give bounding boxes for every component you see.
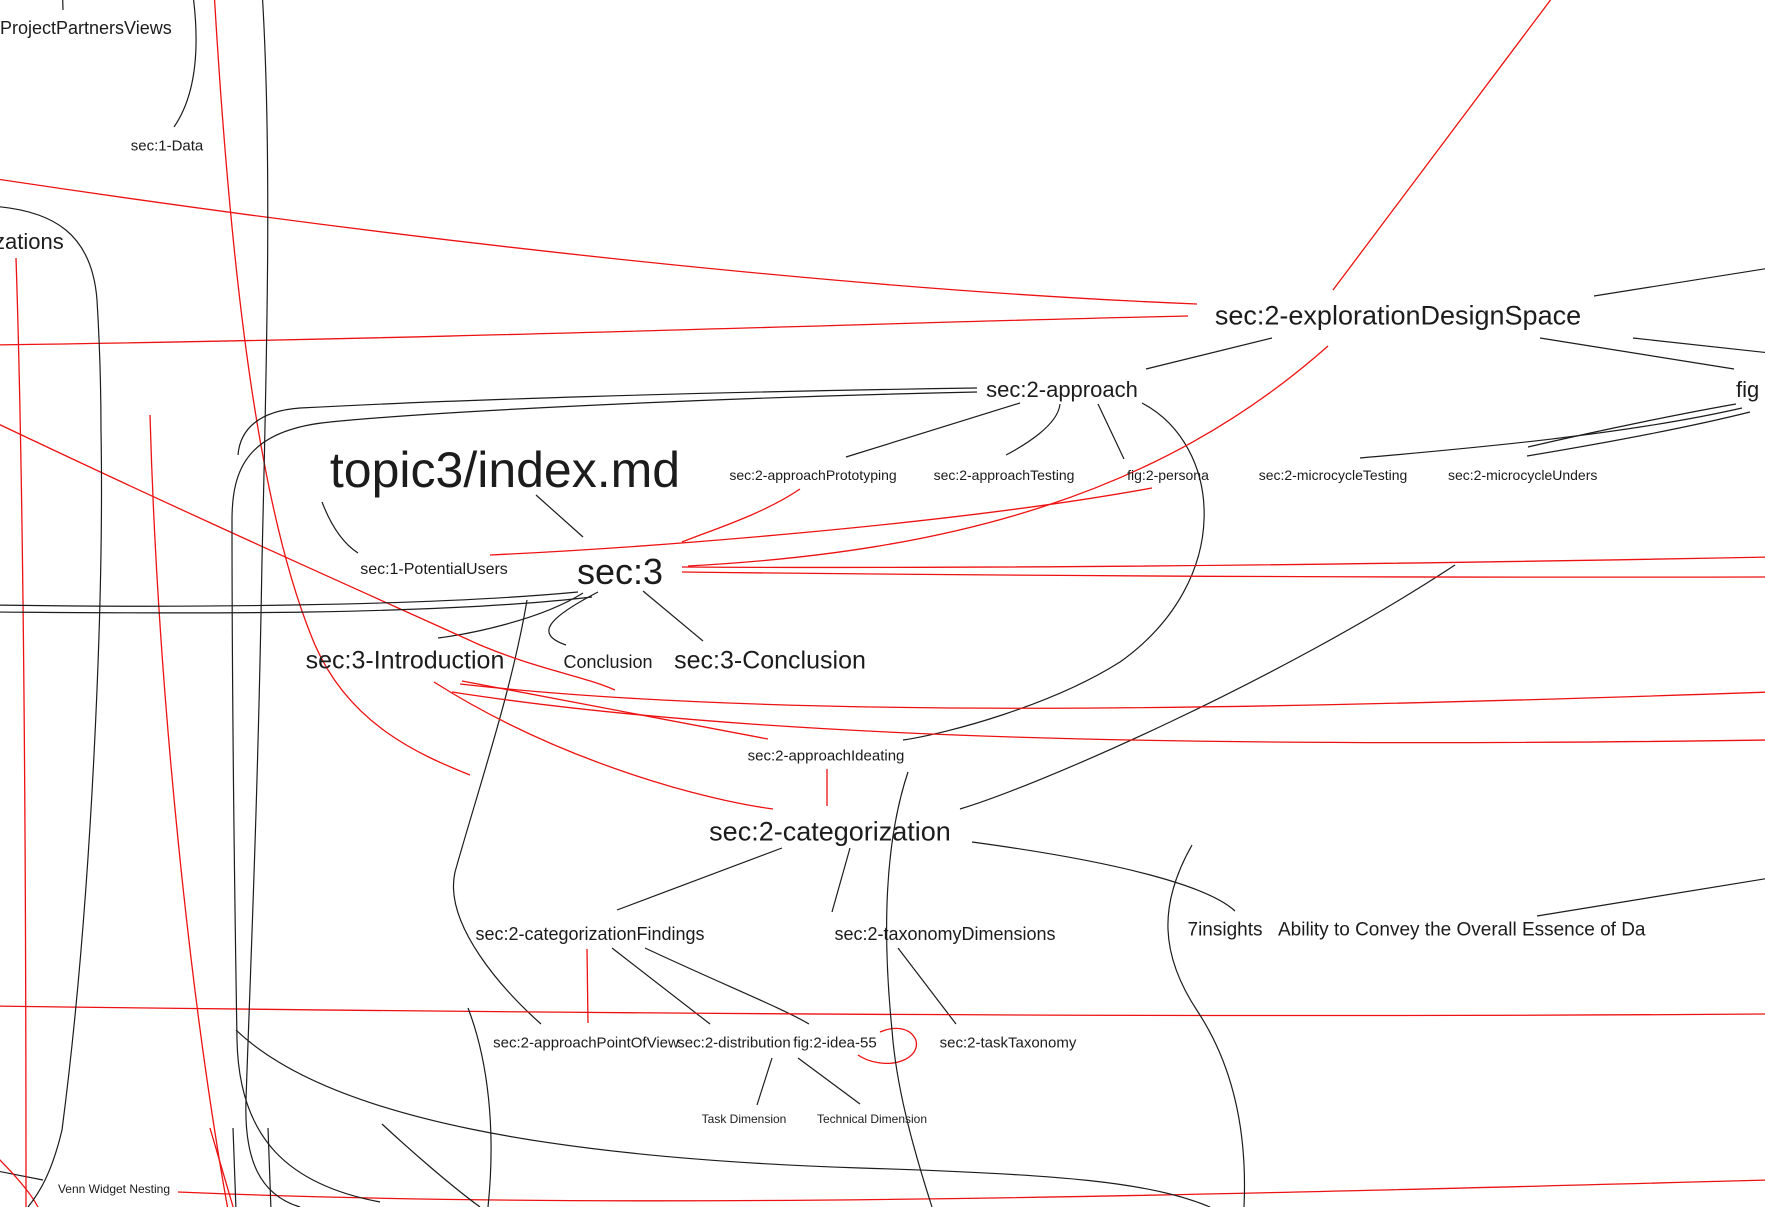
edge [1332, 0, 1552, 291]
node-sec-2-distribution[interactable]: sec:2-distribution [677, 1034, 791, 1052]
edge [0, 315, 1189, 346]
node-7insights[interactable]: 7insights [1187, 919, 1263, 941]
node-sec-2-categorization[interactable]: sec:2-categorization [709, 816, 951, 847]
edge [0, 1005, 1765, 1017]
edge [959, 564, 1456, 810]
node-technical-dimension[interactable]: Technical Dimension [816, 1112, 928, 1126]
node-sec-2-approach-testing[interactable]: sec:2-approachTesting [933, 467, 1075, 483]
edge [321, 501, 359, 554]
edge [0, 1170, 44, 1181]
node-sec-3-introduction[interactable]: sec:3-Introduction [305, 646, 505, 675]
edge [1359, 407, 1743, 459]
edge [245, 0, 301, 1207]
edge [586, 948, 589, 1024]
edge [173, 0, 197, 128]
edge [1632, 337, 1765, 354]
edge [857, 1027, 917, 1064]
node-sec-2-task-taxonomy[interactable]: sec:2-taskTaxonomy [939, 1034, 1077, 1052]
node-sec-1-potential-users[interactable]: sec:1-PotentialUsers [360, 561, 508, 578]
edge [15, 257, 27, 1207]
node-sec-2-approach[interactable]: sec:2-approach [986, 377, 1138, 402]
node-sec-1-data[interactable]: sec:1-Data [130, 137, 204, 155]
node-task-dimension[interactable]: Task Dimension [701, 1112, 787, 1126]
edge [644, 947, 810, 1025]
edge [235, 1029, 1211, 1207]
node-zations[interactable]: zations [0, 229, 64, 254]
edge [902, 402, 1205, 741]
edge [681, 556, 1765, 569]
edge [489, 487, 1153, 556]
edge [437, 592, 584, 639]
edge [611, 947, 711, 1025]
edge [459, 683, 1765, 709]
node-conclusion[interactable]: Conclusion [563, 652, 653, 672]
edge [231, 391, 978, 1203]
node-sec-2-taxonomy-dimensions[interactable]: sec:2-taxonomyDimensions [834, 924, 1056, 944]
edge [971, 841, 1236, 912]
edge [0, 596, 593, 614]
edge [467, 1007, 492, 1207]
node-sec-2-microcycle-unders[interactable]: sec:2-microcycleUnders [1448, 467, 1598, 483]
edge [149, 414, 229, 1207]
edge [548, 591, 599, 646]
edge [756, 1057, 773, 1106]
edge [1167, 844, 1246, 1207]
node-sec-2-approach-prototyping[interactable]: sec:2-approachPrototyping [729, 467, 897, 483]
edge [237, 387, 978, 456]
edge [209, 1127, 234, 1207]
edge [1097, 403, 1125, 460]
edge [535, 494, 584, 538]
edge [177, 1179, 1765, 1202]
edge [0, 206, 103, 1207]
edge [1536, 878, 1765, 917]
edge [381, 1123, 481, 1207]
edge [797, 1057, 861, 1105]
node-sec-2-approach-ideating[interactable]: sec:2-approachIdeating [747, 747, 905, 765]
edge [267, 1127, 272, 1207]
edge [461, 680, 769, 740]
edge [1526, 411, 1751, 457]
edge [0, 424, 616, 691]
edge [831, 847, 851, 913]
edge [1005, 403, 1061, 456]
node-ability-to-convey[interactable]: Ability to Convey the Overall Essence of… [1278, 919, 1646, 941]
node-fig-2-persona[interactable]: fig:2-persona [1127, 467, 1209, 483]
edge [642, 590, 704, 642]
node-sec-2-categorization-findings[interactable]: sec:2-categorizationFindings [475, 924, 705, 944]
edge [1539, 337, 1735, 370]
node-sec-3[interactable]: sec:3 [576, 551, 664, 592]
edge [0, 591, 579, 607]
edge [62, 0, 64, 11]
edge [886, 771, 933, 1207]
node-sec-2-microcycle-testing[interactable]: sec:2-microcycleTesting [1258, 467, 1408, 483]
edge [845, 402, 1021, 458]
edge [0, 178, 1198, 305]
edge [681, 488, 801, 543]
node-project-partners-views[interactable]: -ProjectPartnersViews [0, 18, 172, 38]
edge [681, 571, 1765, 578]
edge [451, 691, 1765, 744]
node-fig[interactable]: fig [1736, 377, 1760, 402]
edge [1527, 403, 1737, 448]
edge [616, 847, 783, 911]
node-sec-3-conclusion[interactable]: sec:3-Conclusion [674, 646, 866, 675]
node-topic3-index-md[interactable]: topic3/index.md [329, 442, 681, 498]
edge [213, 0, 471, 776]
node-venn-widget-nesting[interactable]: Venn Widget Nesting [57, 1182, 171, 1196]
node-sec-2-exploration-design-space[interactable]: sec:2-explorationDesignSpace [1214, 300, 1582, 331]
edge [433, 681, 774, 810]
node-fig-2-idea-55[interactable]: fig:2-idea-55 [793, 1034, 877, 1052]
edge [232, 1127, 237, 1207]
edge [687, 345, 1329, 567]
edge [1145, 337, 1273, 370]
edge [897, 947, 957, 1025]
node-sec-2-approach-point-of-view[interactable]: sec:2-approachPointOfView [493, 1034, 679, 1052]
edge [452, 599, 542, 1025]
edge [1593, 268, 1765, 297]
edge [0, 1159, 39, 1207]
